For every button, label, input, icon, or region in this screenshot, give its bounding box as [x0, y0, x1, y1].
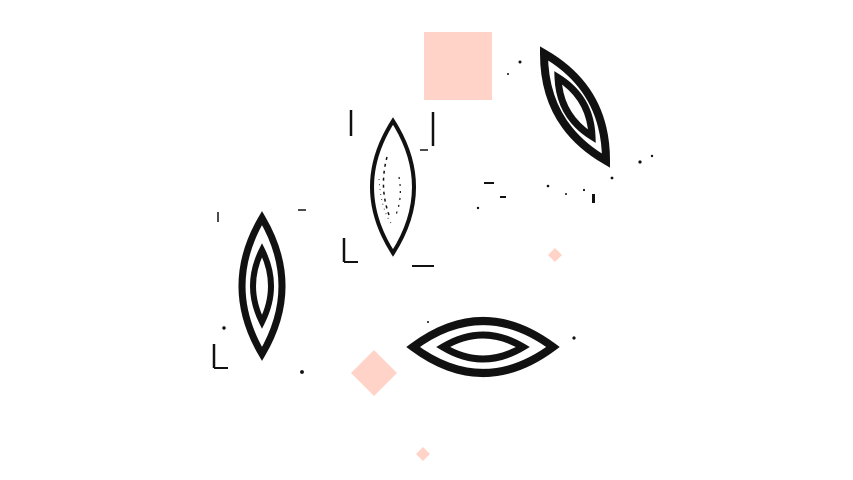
peach-large-diamond-accent: [351, 350, 397, 396]
double-outline-leaf-icon: [539, 46, 611, 168]
eye-shape-icon: [406, 317, 560, 377]
print-frame-marks: [342, 110, 435, 267]
ink-speckles: [427, 321, 576, 340]
peach-small-diamond-accent: [548, 248, 562, 262]
print-frame-marks: [212, 209, 306, 374]
double-outline-leaf-icon: [238, 211, 286, 361]
sketchy-leaf-icon: [370, 117, 416, 257]
peach-square-accent: [424, 32, 492, 100]
peach-tiny-diamond-accent: [416, 447, 430, 461]
ink-speckles: [476, 60, 654, 210]
